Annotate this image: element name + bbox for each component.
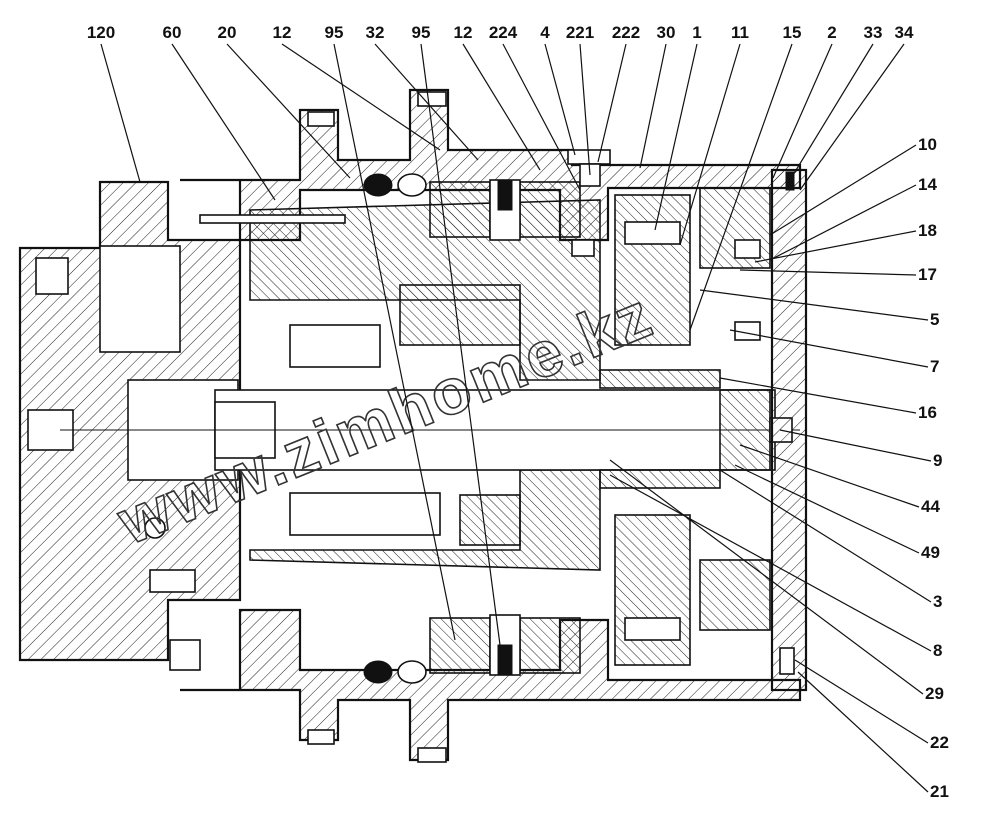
top-callout-leader-120 bbox=[100, 43, 141, 183]
top-callout-leader-224 bbox=[502, 43, 581, 191]
top-callout-leader-12 bbox=[462, 43, 541, 171]
top-callout-label-30: 30 bbox=[657, 23, 676, 42]
right-callout-leader-16 bbox=[719, 377, 917, 414]
right-callout-leader-10 bbox=[769, 144, 917, 236]
top-callout-leader-4 bbox=[544, 43, 576, 156]
right-callout-leader-22 bbox=[794, 659, 929, 744]
top-callout-leader-221 bbox=[579, 43, 591, 176]
top-callout-leader-2 bbox=[772, 43, 833, 179]
bearings bbox=[429, 179, 581, 676]
right-callout-label-14: 14 bbox=[918, 175, 937, 194]
top-callout-leader-1 bbox=[654, 43, 698, 231]
top-callout-label-221: 221 bbox=[566, 23, 594, 42]
top-callout-label-32: 32 bbox=[366, 23, 385, 42]
top-callout-leader-15 bbox=[689, 43, 793, 331]
top-callout-label-12: 12 bbox=[273, 23, 292, 42]
top-callout-label-2: 2 bbox=[827, 23, 836, 42]
pistons bbox=[289, 284, 521, 546]
top-callout-label-15: 15 bbox=[783, 23, 802, 42]
top-callout-label-34: 34 bbox=[895, 23, 914, 42]
top-callout-leader-95 bbox=[333, 43, 456, 641]
right-callout-label-49: 49 bbox=[921, 543, 940, 562]
right-callout-label-44: 44 bbox=[921, 497, 940, 516]
right-callout-label-7: 7 bbox=[930, 357, 939, 376]
right-callout-leader-17 bbox=[739, 269, 917, 276]
right-callout-label-17: 17 bbox=[918, 265, 937, 284]
top-callout-label-20: 20 bbox=[218, 23, 237, 42]
planetary-stage bbox=[599, 187, 771, 666]
top-callout-label-1: 1 bbox=[692, 23, 701, 42]
right-callout-label-10: 10 bbox=[918, 135, 937, 154]
top-callout-leader-11 bbox=[679, 43, 741, 246]
top-callout-leader-33 bbox=[789, 43, 874, 181]
top-callout-leader-60 bbox=[171, 43, 276, 201]
right-callout-leader-44 bbox=[739, 444, 920, 508]
top-callout-label-95: 95 bbox=[325, 23, 344, 42]
right-callout-leader-9 bbox=[779, 429, 932, 462]
right-callout-label-21: 21 bbox=[930, 782, 949, 801]
right-callout-label-5: 5 bbox=[930, 310, 939, 329]
top-callout-leader-95 bbox=[420, 43, 501, 646]
top-callout-leader-32 bbox=[374, 43, 479, 161]
top-callout-leader-222 bbox=[597, 43, 627, 163]
right-callout-leader-21 bbox=[797, 671, 929, 793]
right-callout-label-8: 8 bbox=[933, 641, 942, 660]
right-callout-leader-49 bbox=[734, 464, 920, 554]
top-callout-leader-12 bbox=[281, 43, 441, 151]
right-callout-label-18: 18 bbox=[918, 221, 937, 240]
left-cover bbox=[18, 180, 242, 671]
top-callout-leader-30 bbox=[639, 43, 667, 169]
right-callout-label-16: 16 bbox=[918, 403, 937, 422]
top-callout-label-95: 95 bbox=[412, 23, 431, 42]
top-callout-leader-20 bbox=[226, 43, 351, 179]
right-callout-leader-8 bbox=[609, 474, 932, 652]
right-callout-label-9: 9 bbox=[933, 451, 942, 470]
top-callout-label-4: 4 bbox=[540, 23, 550, 42]
right-callout-label-29: 29 bbox=[925, 684, 944, 703]
top-callout-leader-34 bbox=[799, 43, 905, 191]
right-callout-leader-7 bbox=[729, 329, 929, 368]
right-callout-leader-14 bbox=[769, 184, 917, 261]
right-callout-label-22: 22 bbox=[930, 733, 949, 752]
right-callout-leader-5 bbox=[699, 289, 929, 321]
top-callout-label-12: 12 bbox=[454, 23, 473, 42]
end-cover bbox=[770, 168, 808, 692]
callouts-right: 10 14 18 17 5 7 16 9 44 49 3 8 29 22 21 bbox=[609, 135, 949, 801]
top-callout-label-33: 33 bbox=[864, 23, 883, 42]
right-callout-leader-3 bbox=[719, 469, 932, 603]
right-callout-leader-18 bbox=[754, 230, 917, 263]
top-callout-label-11: 11 bbox=[731, 23, 749, 42]
top-callout-label-222: 222 bbox=[612, 23, 640, 42]
right-callout-label-3: 3 bbox=[933, 592, 942, 611]
top-callout-label-224: 224 bbox=[489, 23, 518, 42]
top-callout-label-120: 120 bbox=[87, 23, 115, 42]
top-callout-label-60: 60 bbox=[163, 23, 182, 42]
right-callout-leader-29 bbox=[609, 459, 924, 695]
seals bbox=[363, 173, 427, 684]
